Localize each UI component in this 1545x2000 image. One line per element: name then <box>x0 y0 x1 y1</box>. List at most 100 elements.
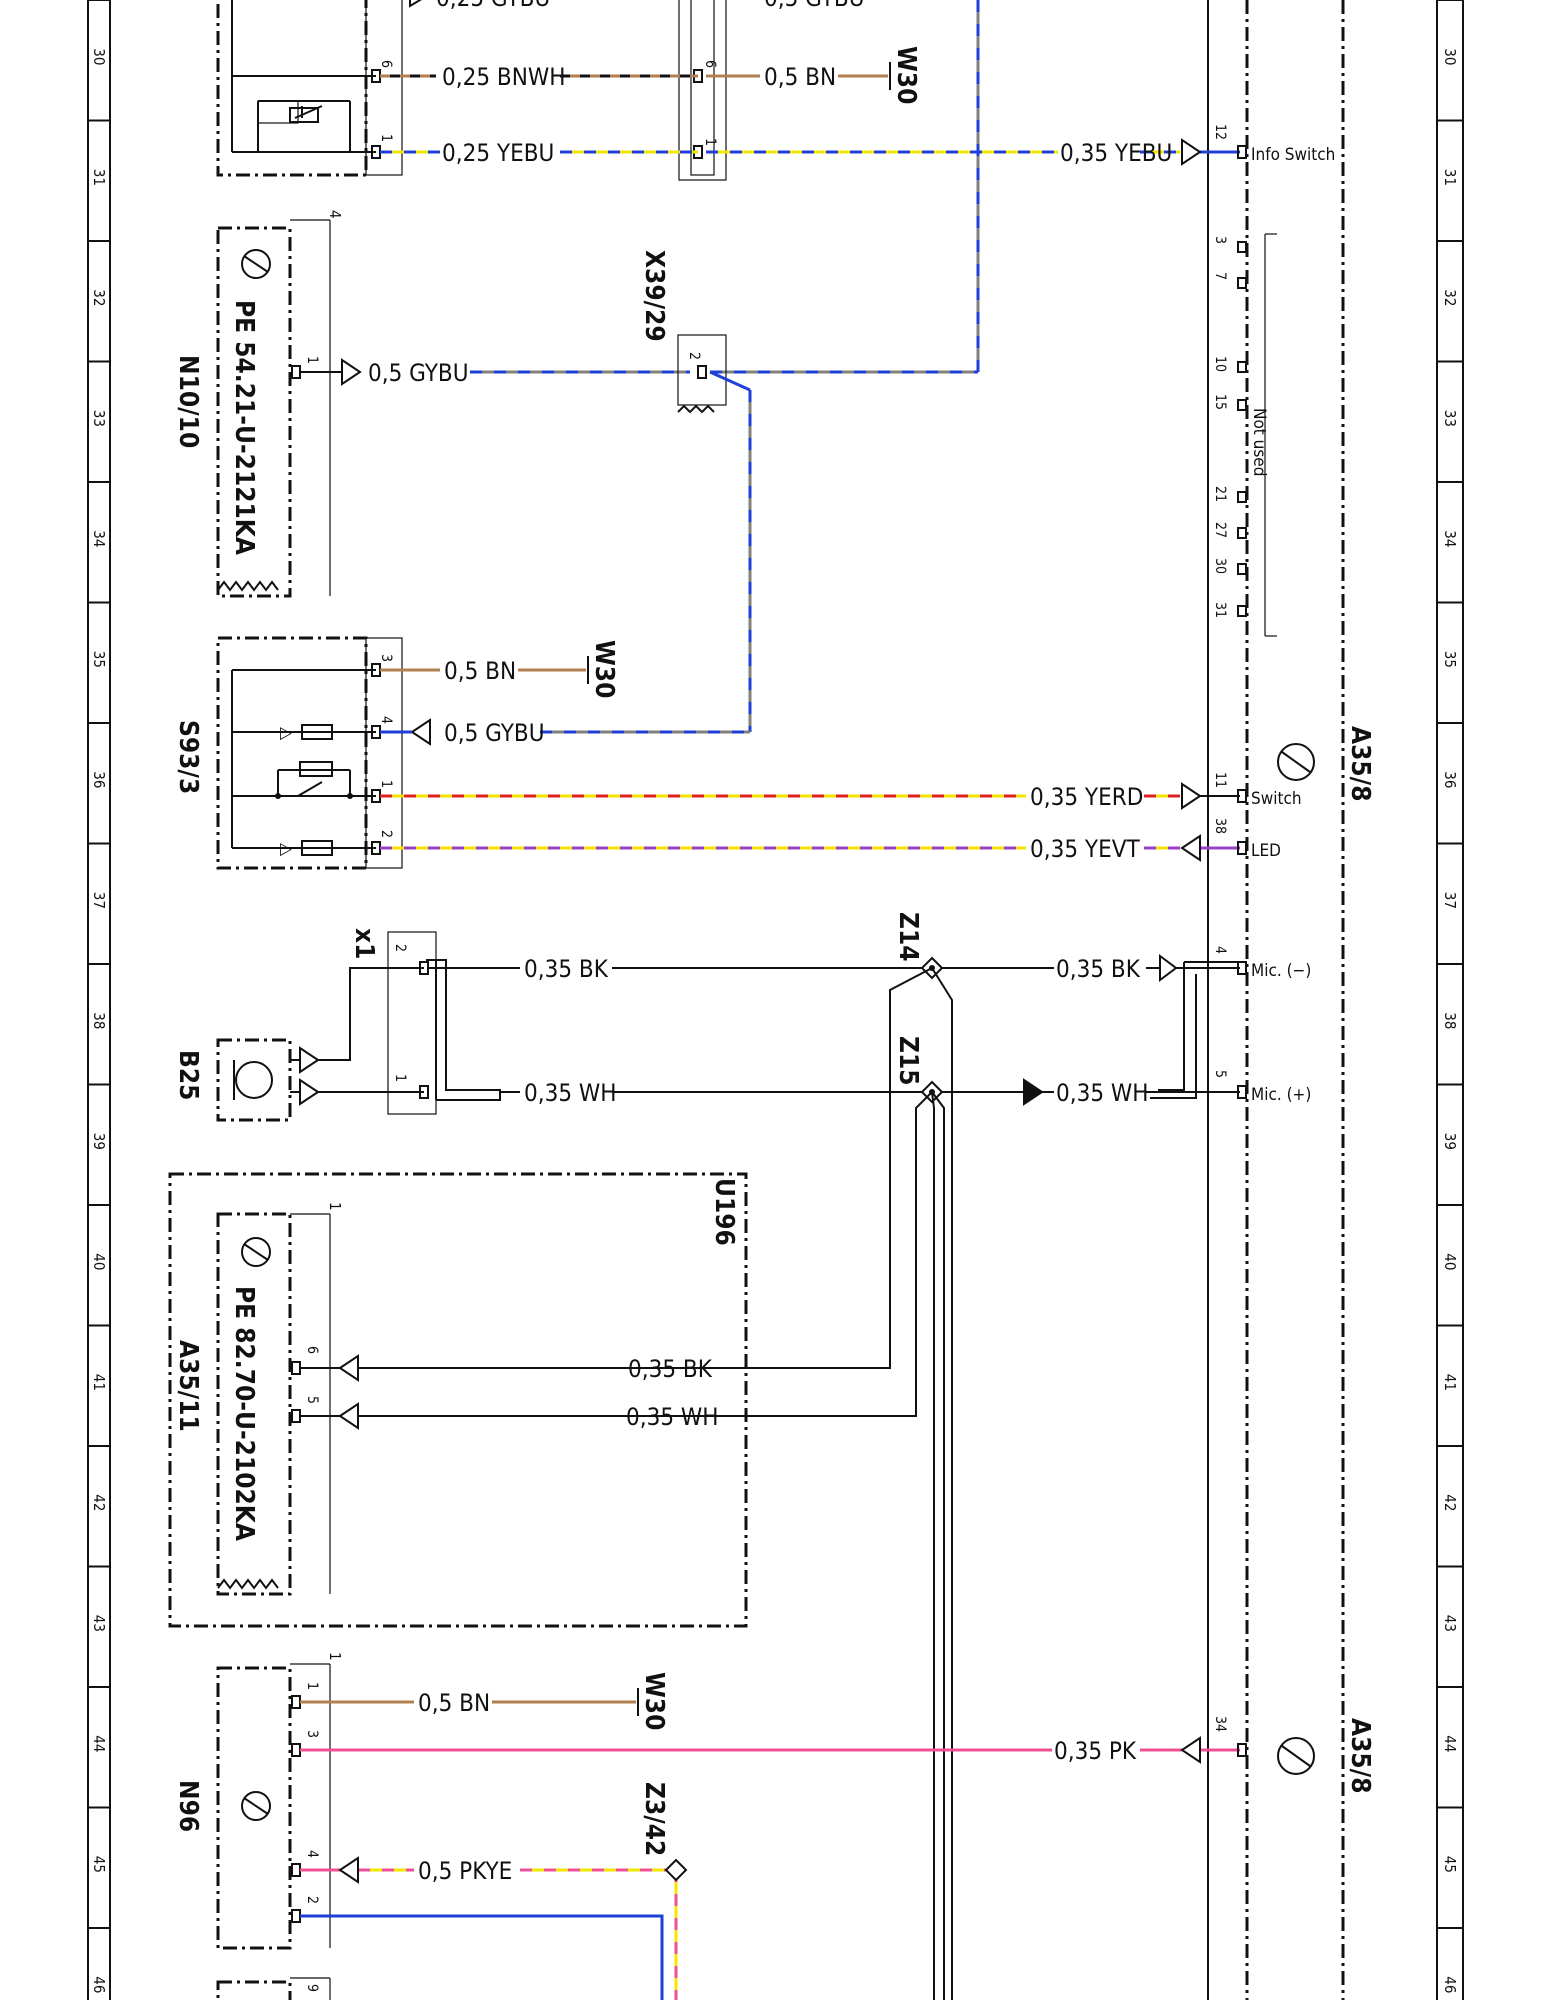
wire-pkye <box>300 1868 678 2000</box>
wire-label-yevt: 0,35 YEVT <box>1030 835 1141 863</box>
wire-label-bn-s93: 0,5 BN <box>444 657 516 685</box>
left-grid-number: 43 <box>90 1615 108 1632</box>
component-n10-10: 4 PE 54.21-U-2121KA N10/10 1 <box>173 210 344 598</box>
wire-label-wh-a: 0,35 WH <box>524 1079 617 1107</box>
right-grid-number: 45 <box>1441 1856 1459 1873</box>
component-s93-3: ▷ ▷ S93/3 3 4 1 2 <box>173 636 403 870</box>
wire-label-yebu-b: 0,35 YEBU <box>1060 139 1172 167</box>
svg-text:6: 6 <box>304 1346 320 1354</box>
wire-label-wh-b: 0,35 WH <box>1056 1079 1149 1107</box>
a35-8-mic-minus-label: Mic. (−) <box>1251 961 1311 981</box>
a35-8-control-icon <box>1277 743 1315 781</box>
left-grid-number: 39 <box>90 1133 108 1150</box>
left-grid-number: 34 <box>90 530 108 547</box>
component-b25: B25 <box>173 967 424 1122</box>
n10-10-pin-1: 1 <box>304 356 320 364</box>
b25-id: B25 <box>173 1050 203 1100</box>
right-grid-number: 38 <box>1441 1012 1459 1029</box>
n10-10-id: N10/10 <box>173 355 203 448</box>
svg-text:3: 3 <box>1212 236 1228 244</box>
left-grid-number: 30 <box>90 48 108 65</box>
n10-10-corner: 4 <box>326 210 344 219</box>
right-grid-number: 41 <box>1441 1374 1459 1391</box>
not-used-label: Not used <box>1249 408 1269 476</box>
right-grid-number: 46 <box>1441 1976 1459 1993</box>
svg-text:5: 5 <box>304 1396 320 1404</box>
wire-label-gybu-s93: 0,5 GYBU <box>444 719 545 747</box>
x1-id: x1 <box>349 928 379 959</box>
svg-text:4: 4 <box>304 1850 320 1858</box>
x39-29-pin: 2 <box>686 352 702 360</box>
connector-x1: x1 2 1 <box>349 928 501 1115</box>
top-relay-pin-1: 1 <box>378 134 394 142</box>
wire-label-pk: 0,35 PK <box>1054 1737 1137 1765</box>
wire-label-bk-a: 0,35 BK <box>524 955 609 983</box>
a35-11-corner: 1 <box>326 1202 344 1211</box>
not-used-bracket: Not used 3 7 10 15 21 27 30 31 <box>1212 233 1277 637</box>
ground-w30-top: W30 <box>891 46 921 104</box>
right-grid-number: 34 <box>1441 530 1459 547</box>
top-relay-pin-6: 6 <box>378 60 394 68</box>
a35-8-pin-12: 12 <box>1212 124 1228 140</box>
svg-text:1: 1 <box>304 1682 320 1690</box>
svg-text:31: 31 <box>1212 602 1228 618</box>
left-grid-number: 46 <box>90 1976 108 1993</box>
left-grid-number: 37 <box>90 892 108 909</box>
z3-42-id: Z3/42 <box>639 1782 669 1856</box>
right-grid-number: 35 <box>1441 651 1459 668</box>
z15-id: Z15 <box>893 1036 923 1086</box>
right-grid-number: 33 <box>1441 410 1459 427</box>
z14-id: Z14 <box>893 912 923 962</box>
a35-8-id-bottom: A35/8 <box>1345 1718 1375 1793</box>
n96-id: N96 <box>173 1780 203 1832</box>
wire-label-bnwh: 0,25 BNWH <box>442 63 565 91</box>
svg-text:3: 3 <box>378 654 394 662</box>
svg-text:4: 4 <box>1212 946 1228 954</box>
svg-text:21: 21 <box>1212 486 1228 502</box>
a35-11-id: A35/11 <box>173 1340 203 1432</box>
wire-label-bn-n96: 0,5 BN <box>418 1689 490 1717</box>
ground-w30-s93: W30 <box>589 640 619 698</box>
left-grid-number: 42 <box>90 1494 108 1511</box>
microphone-icon <box>235 1061 273 1099</box>
svg-text:27: 27 <box>1212 522 1228 538</box>
right-grid-number: 39 <box>1441 1133 1459 1150</box>
control-unit-icon <box>241 1237 271 1267</box>
left-grid-number: 45 <box>90 1856 108 1873</box>
control-unit-icon <box>241 249 271 279</box>
right-grid-number: 43 <box>1441 1615 1459 1632</box>
component-n96: 1 N96 1 3 4 2 <box>173 1652 344 1950</box>
svg-text:15: 15 <box>1212 394 1228 410</box>
left-grid-number: 41 <box>90 1374 108 1391</box>
wire-label-pkye: 0,5 PKYE <box>418 1857 512 1885</box>
svg-text:2: 2 <box>304 1896 320 1904</box>
n96-corner: 1 <box>326 1652 344 1661</box>
top-connector-pin-6: 6 <box>702 60 718 68</box>
svg-text:5: 5 <box>1212 1070 1228 1078</box>
x39-29-id: X39/29 <box>639 250 669 342</box>
right-grid-number: 40 <box>1441 1253 1459 1270</box>
left-grid-number: 40 <box>90 1253 108 1270</box>
u196-id: U196 <box>709 1178 739 1246</box>
svg-text:11: 11 <box>1212 772 1228 788</box>
wire-gybu-x39-down <box>540 370 752 734</box>
control-unit-icon <box>241 1791 271 1821</box>
component-a35-11: 1 PE 82.70-U-2102KA A35/11 6 5 <box>173 1202 626 1596</box>
svg-text:30: 30 <box>1212 558 1228 574</box>
a35-8-led-label: LED <box>1251 841 1281 861</box>
left-grid-number: 32 <box>90 289 108 306</box>
svg-text:2: 2 <box>392 944 408 952</box>
right-grid-number: 30 <box>1441 48 1459 65</box>
right-grid-number: 36 <box>1441 771 1459 788</box>
svg-text:4: 4 <box>378 716 394 724</box>
left-grid-number: 44 <box>90 1735 108 1752</box>
led-icon-a: ▷ <box>280 723 292 743</box>
svg-text:1: 1 <box>378 780 394 788</box>
wire-label-wh-c: 0,35 WH <box>626 1403 719 1431</box>
right-grid-number: 32 <box>1441 289 1459 306</box>
ground-w30-n96: W30 <box>639 1672 669 1730</box>
n10-10-part-number: PE 54.21-U-2121KA <box>229 300 259 555</box>
component-u196: U196 <box>168 1172 748 1628</box>
